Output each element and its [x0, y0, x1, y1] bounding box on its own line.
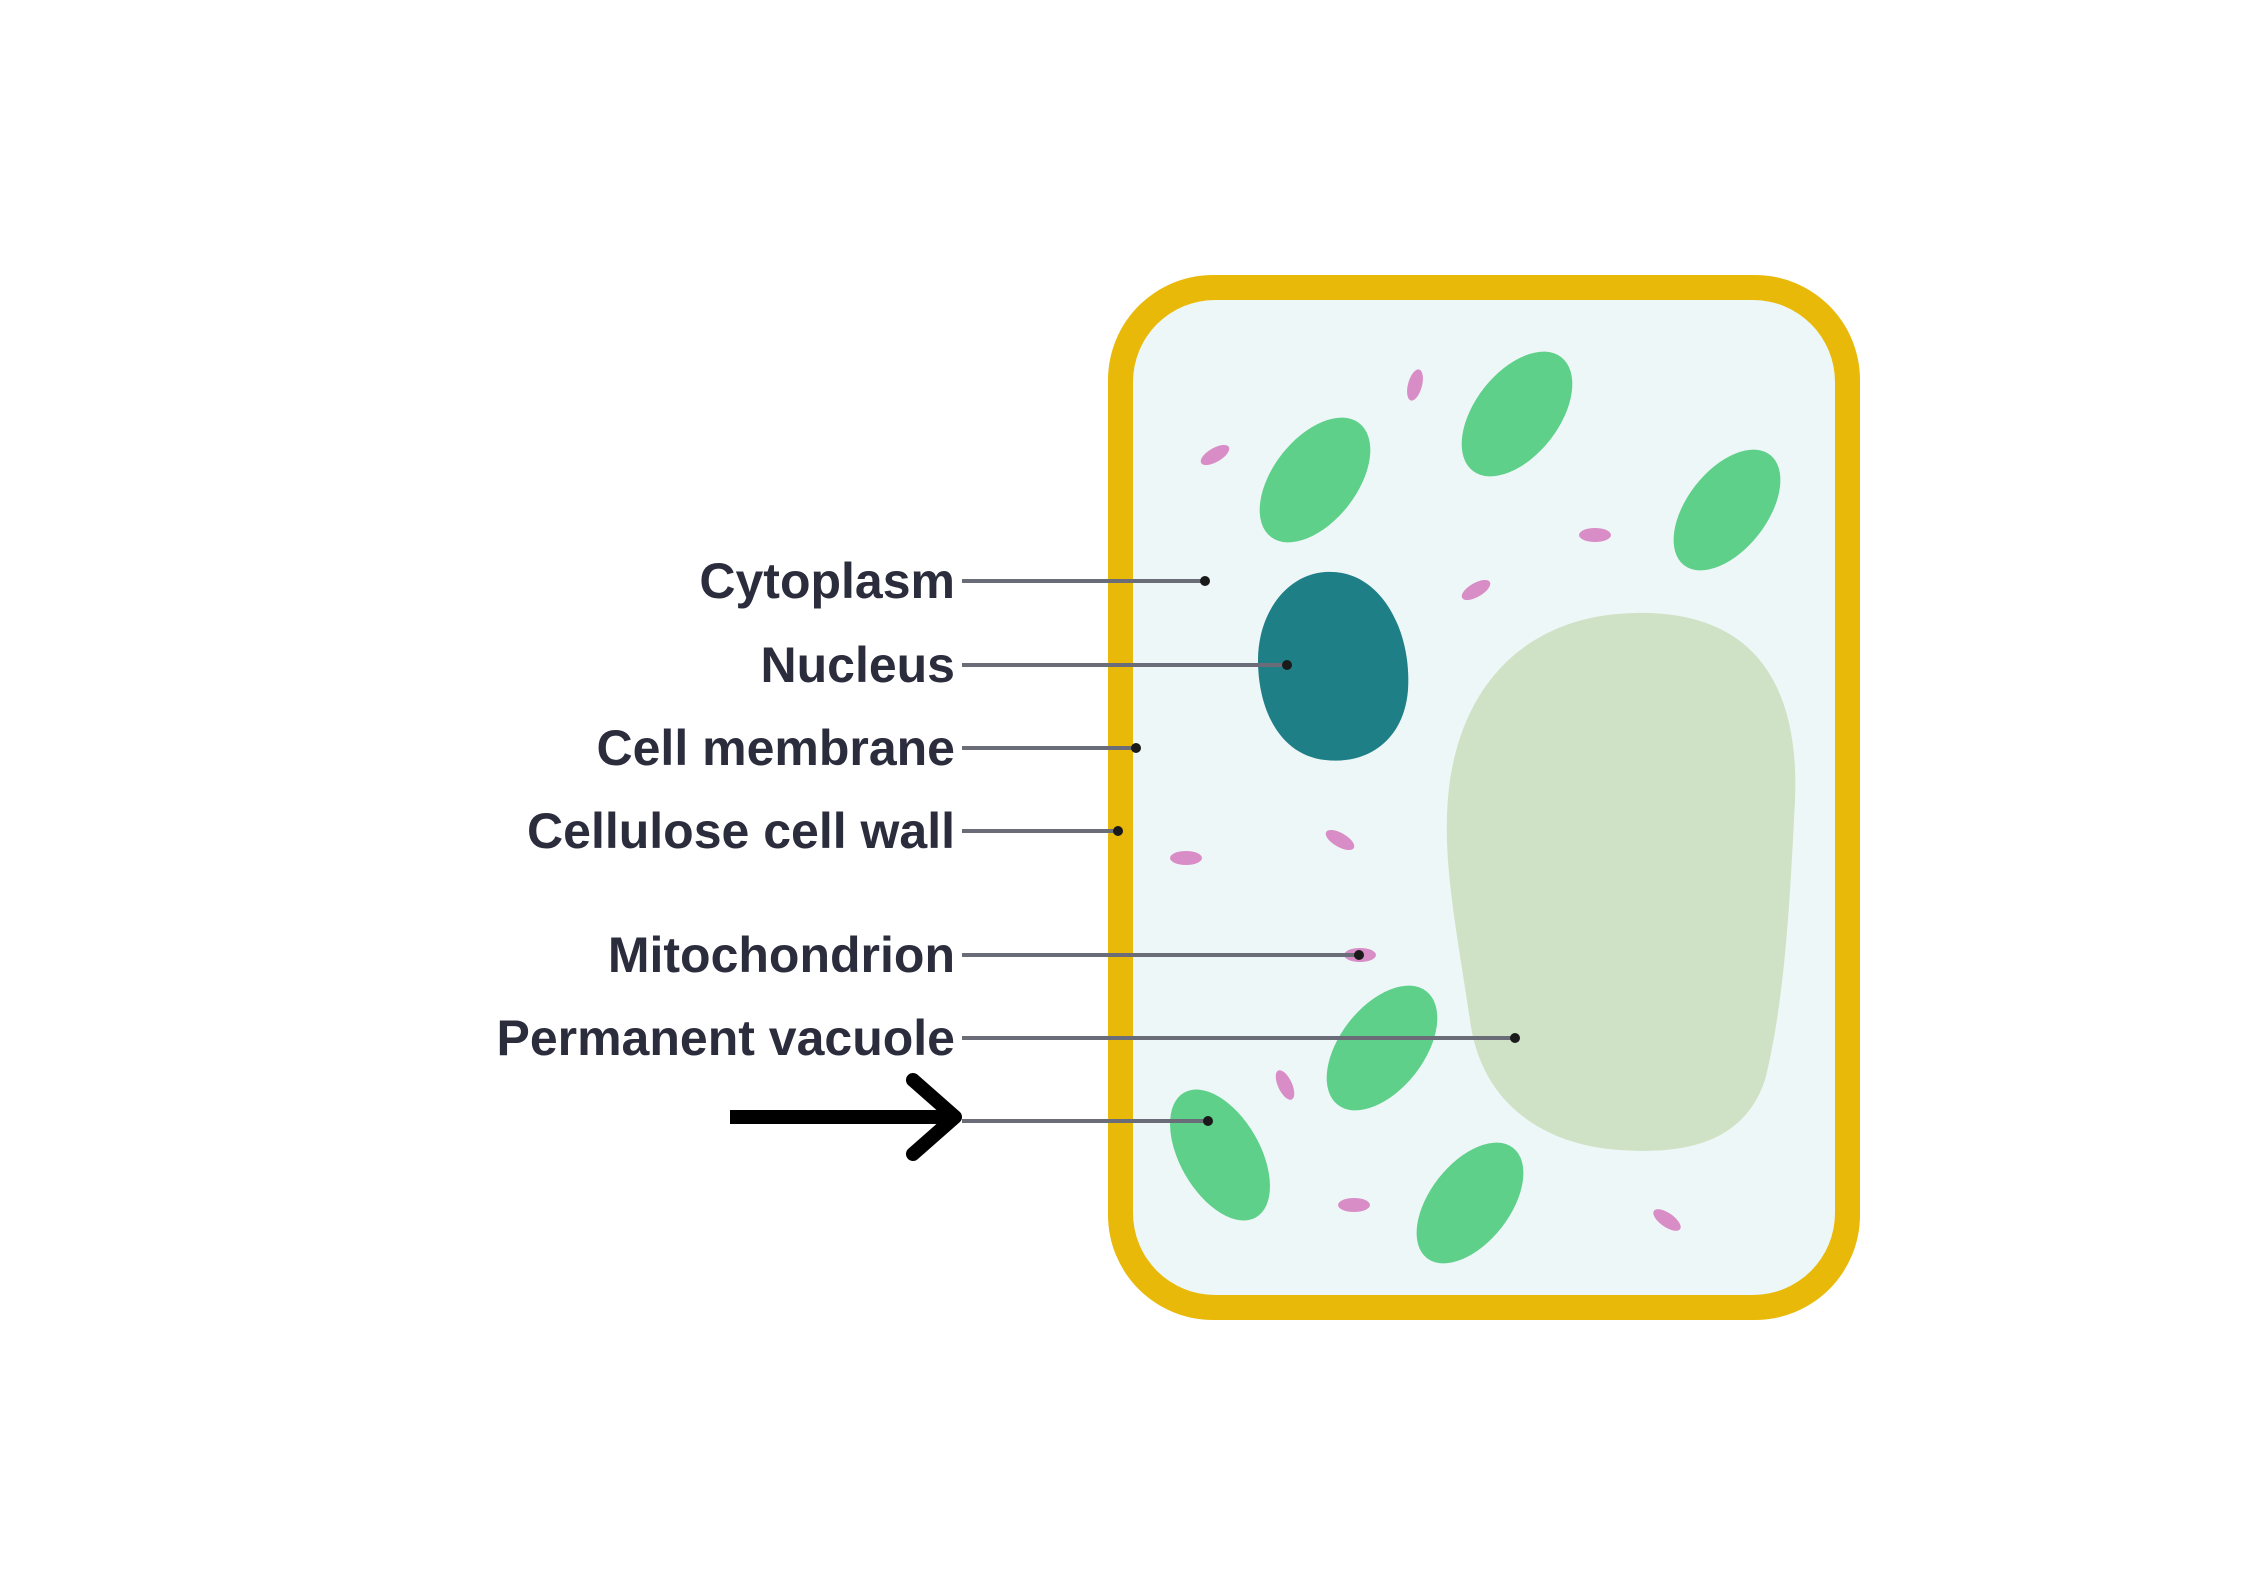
chloroplast: [1673, 449, 1781, 571]
leader-dot: [1203, 1116, 1213, 1126]
nucleus: [1258, 571, 1409, 761]
mitochondrion: [1461, 579, 1491, 601]
label-mitochondrion: Mitochondrion: [608, 927, 955, 983]
leader-lines: [962, 579, 1515, 1123]
leader-dot: [1200, 576, 1210, 586]
leader-dot: [1282, 660, 1292, 670]
mitochondrion: [1338, 1198, 1370, 1212]
label-cellulose-cell-wall: Cellulose cell wall: [527, 803, 955, 859]
permanent-vacuole: [1446, 612, 1796, 1151]
leader-dot: [1113, 826, 1123, 836]
mitochondrion: [1579, 528, 1611, 542]
chloroplast: [1461, 351, 1573, 477]
leader-dots: [1113, 576, 1520, 1126]
label-cytoplasm: Cytoplasm: [699, 553, 955, 609]
chloroplasts: [1170, 351, 1781, 1264]
label-nucleus: Nucleus: [760, 637, 955, 693]
chloroplast: [1416, 1142, 1524, 1264]
labels: Cytoplasm Nucleus Cell membrane Cellulos…: [496, 553, 955, 1066]
mitochondrion: [1170, 851, 1202, 865]
leader-dot: [1131, 743, 1141, 753]
mitochondrion: [1275, 1070, 1295, 1100]
mitochondrion: [1653, 1209, 1681, 1231]
chloroplast: [1326, 985, 1438, 1111]
mitochondrion: [1407, 369, 1423, 401]
mitochondrion: [1200, 444, 1230, 466]
mitochondrion: [1325, 829, 1355, 851]
label-cell-membrane: Cell membrane: [597, 720, 955, 776]
leader-dot: [1354, 950, 1364, 960]
chloroplast: [1259, 417, 1371, 543]
pointer-arrow-icon: [730, 1073, 962, 1161]
label-permanent-vacuole: Permanent vacuole: [496, 1010, 955, 1066]
leader-dot: [1510, 1033, 1520, 1043]
